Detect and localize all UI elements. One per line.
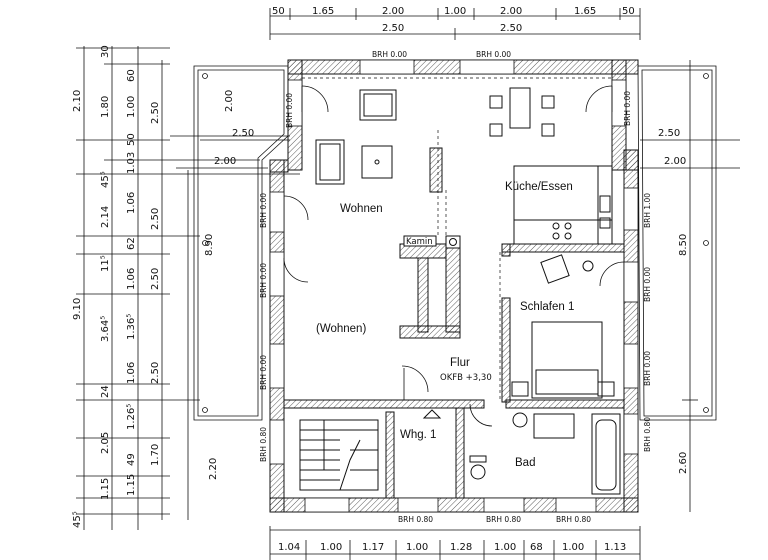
brh-bottom-3: BRH 0.80 [556, 515, 591, 524]
dim-left-a-1: 2.10 [72, 90, 83, 112]
dim-bottom-6: 1.00 [494, 542, 516, 553]
furniture [299, 87, 621, 495]
dim-left-d-2: 8.90 [204, 234, 215, 256]
dim-left-b-11: 49 [126, 453, 137, 466]
brh-left-3: BRH 0.00 [259, 263, 268, 298]
dim-left-a-7: 2.05 [100, 432, 111, 454]
dim-top-2: 1.65 [312, 6, 334, 17]
dim-left-b-8: 1.36⁵ [126, 314, 137, 340]
dim-left-a-5: 3.64⁵ [100, 316, 111, 342]
dim-side-right-250: 2.50 [658, 128, 680, 139]
dim-left-b-3: 50 [126, 133, 137, 146]
dim-left-b-7: 1.06 [126, 268, 137, 290]
room-schlafen: Schlafen 1 [520, 301, 574, 313]
brh-bottom-1: BRH 0.80 [398, 515, 433, 524]
brh-right-2: BRH 1.00 [643, 193, 652, 228]
okfb-label: OKFB +3,30 [440, 373, 492, 383]
dim-left-d-3: 2.20 [208, 458, 219, 480]
bottom-dimension-lines [269, 526, 641, 560]
top-dimension-lines [269, 8, 641, 40]
dim-left-b-4: 1.03 [126, 152, 137, 174]
dim-left-a-8: 1.15 [100, 478, 111, 500]
dim-left-b-9: 1.06 [126, 362, 137, 384]
dim-left-b-6: 62 [126, 237, 137, 250]
brh-top-2: BRH 0.00 [476, 50, 511, 59]
dim-side-left-250: 2.50 [232, 128, 254, 139]
dim-left-b-2: 1.80 [100, 96, 111, 118]
dim-left-c-3: 2.50 [150, 102, 161, 124]
dim-bottom-9: 1.13 [604, 542, 626, 553]
dim-left-c-7: 1.70 [150, 444, 161, 466]
brh-right-3: BRH 0.00 [643, 267, 652, 302]
dim-right-2: 2.60 [678, 452, 689, 474]
room-flur: Flur [450, 357, 470, 369]
side-dimension-lines [176, 139, 740, 169]
dim-bottom-5: 1.28 [450, 542, 472, 553]
dim-left-d-1: 2.00 [224, 90, 235, 112]
dim-left-a-4: 11⁵ [100, 255, 111, 272]
dim-top-6: 1.65 [574, 6, 596, 17]
dim-right-1: 8.50 [678, 234, 689, 256]
brh-left-5: BRH 0.80 [259, 427, 268, 462]
dim-left-b-12: 1.15 [126, 474, 137, 496]
brh-right-5: BRH 0.80 [643, 417, 652, 452]
dim-bottom-2: 1.00 [320, 542, 342, 553]
door-swings [283, 85, 625, 427]
room-wohnen-2: (Wohnen) [316, 323, 366, 335]
dim-left-b-10: 1.26⁵ [126, 404, 137, 430]
brh-left-4: BRH 0.00 [259, 355, 268, 390]
dim-side-left-200: 2.00 [214, 156, 236, 167]
dim-left-a-9: 45⁵ [72, 511, 83, 528]
room-bad: Bad [515, 457, 535, 469]
brh-top-1: BRH 0.00 [372, 50, 407, 59]
dim-left-c-5: 2.50 [150, 268, 161, 290]
dim-left-c-1: 60 [126, 69, 137, 82]
interior-walls [283, 147, 625, 499]
dim-top-1: 50 [272, 6, 285, 17]
dim-top-7: 50 [622, 6, 635, 17]
dim-left-c-6: 2.50 [150, 362, 161, 384]
room-wohnen: Wohnen [340, 203, 383, 215]
dim-left-b-5: 1.06 [126, 192, 137, 214]
dim-left-a-6: 24 [100, 385, 111, 398]
dim-bottom-1: 1.04 [278, 542, 300, 553]
dim-left-a-2: 45⁵ [100, 171, 111, 188]
dim-left-total: 9.10 [72, 298, 83, 320]
dashed-guides [302, 77, 612, 400]
room-kueche-essen: Küche/Essen [505, 181, 573, 193]
dim-top-3: 2.00 [382, 6, 404, 17]
brh-left-2: BRH 0.00 [259, 193, 268, 228]
dim-bottom-8: 1.00 [562, 542, 584, 553]
dim-bottom-7: 68 [530, 542, 543, 553]
room-whg: Whg. 1 [400, 429, 436, 441]
dim-top-4: 1.00 [444, 6, 466, 17]
dim-bottom-3: 1.17 [362, 542, 384, 553]
dim-left-c-2: 1.00 [126, 96, 137, 118]
dim-left-b-1: 30 [100, 45, 111, 58]
brh-left-1: BRH 0.00 [285, 93, 294, 128]
left-dimension-lines [76, 46, 300, 530]
exterior-walls [269, 59, 639, 513]
kamin-label: Kamin [406, 237, 433, 247]
brh-bottom-2: BRH 0.80 [486, 515, 521, 524]
dim-top-row2-2: 2.50 [500, 23, 522, 34]
dim-top-5: 2.00 [500, 6, 522, 17]
dim-side-right-200: 2.00 [664, 156, 686, 167]
brh-right-1: BRH 0.00 [623, 91, 632, 126]
dim-top-row2-1: 2.50 [382, 23, 404, 34]
brh-right-4: BRH 0.00 [643, 351, 652, 386]
dim-left-a-3: 2.14 [100, 206, 111, 228]
dim-bottom-4: 1.00 [406, 542, 428, 553]
dim-left-c-4: 2.50 [150, 208, 161, 230]
right-dimension-lines [682, 60, 698, 512]
